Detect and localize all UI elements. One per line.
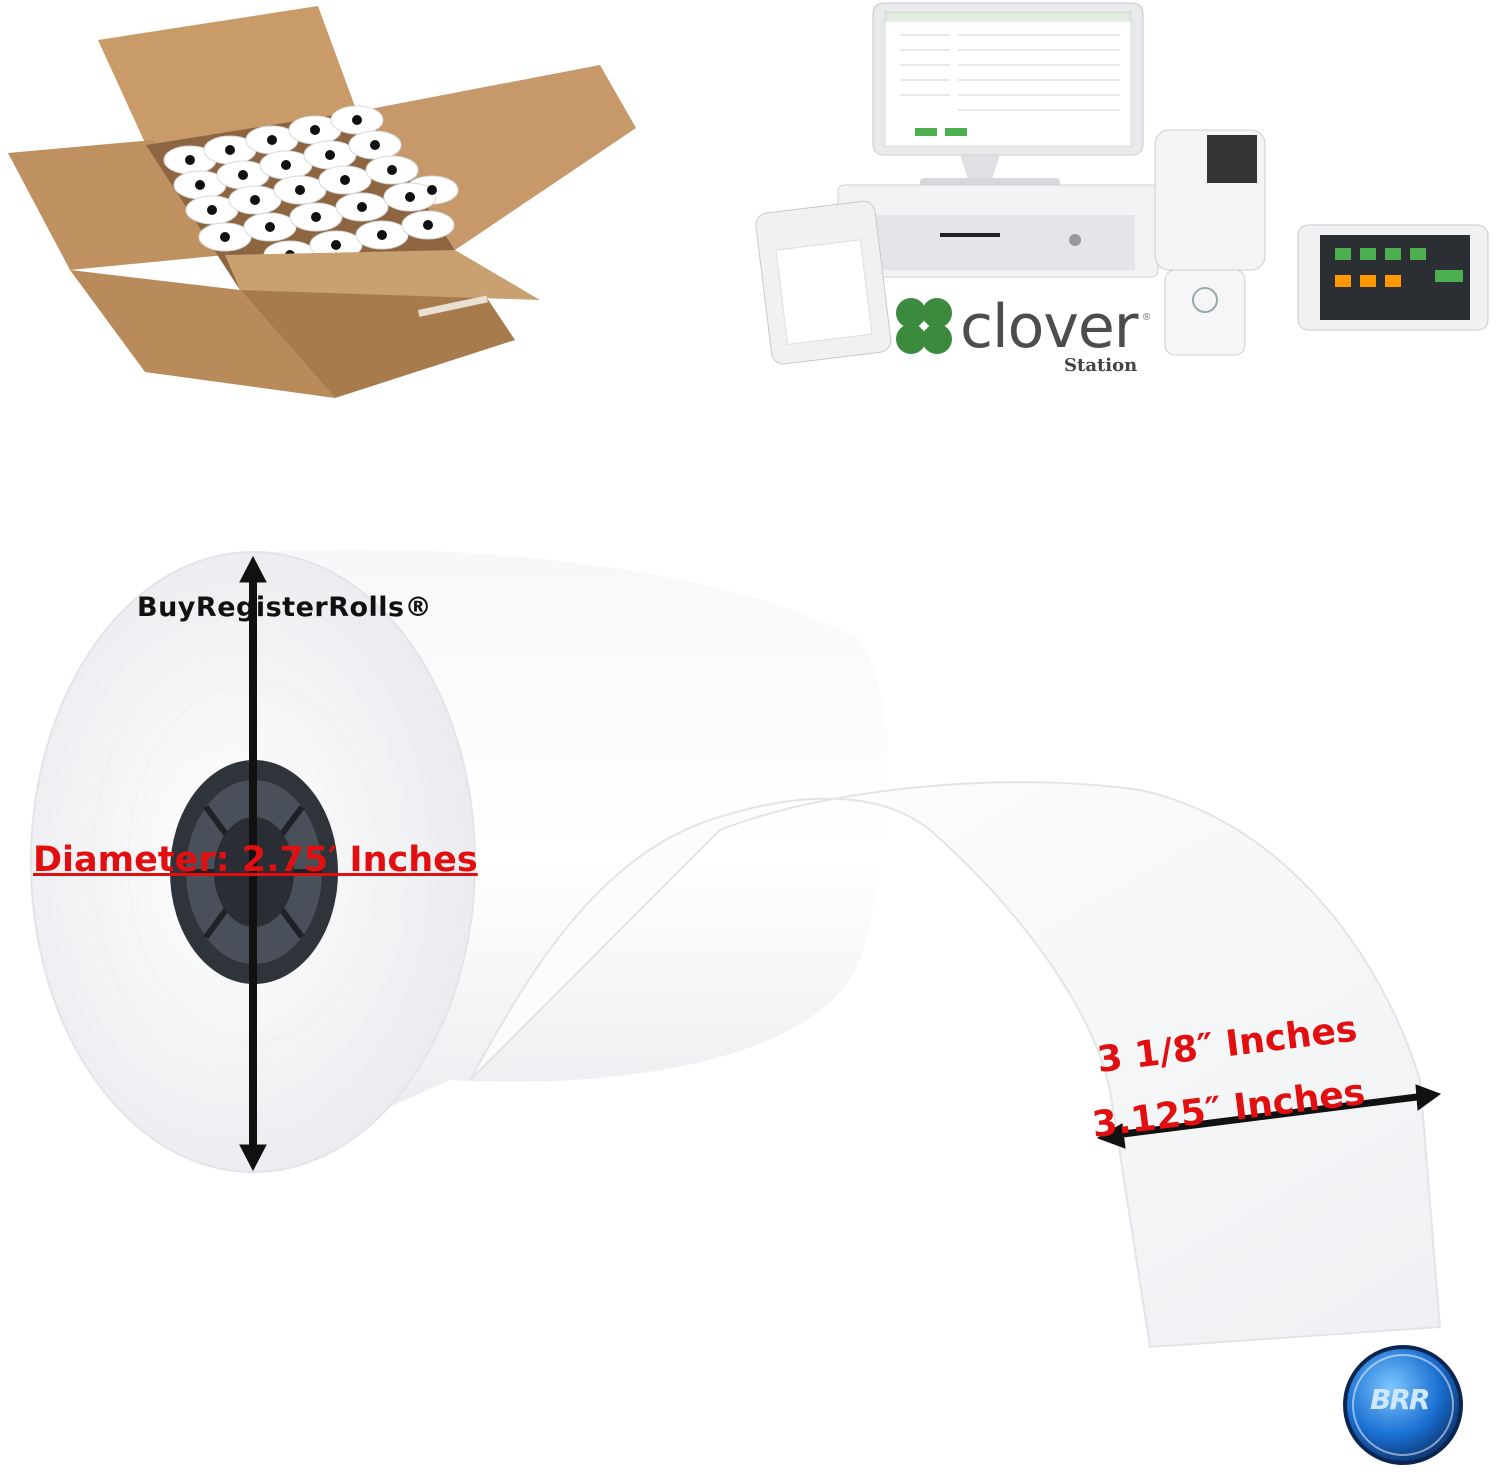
paper-roll [30,549,1442,1349]
pos-station [755,2,1489,365]
brand-label: BuyRegisterRolls® [137,592,433,623]
clover-logo-word: clover [960,292,1138,362]
width-arrow-icon [1096,1084,1442,1149]
paper-strip [469,781,1442,1349]
brr-logo-text: BRR [1370,1383,1430,1416]
diameter-arrow-icon [239,555,267,1172]
register-roll-box [8,6,636,398]
diameter-label: Diameter: 2.75′ Inches [33,840,478,880]
clover-station-label: Station [1064,355,1138,376]
registered-mark: ® [1143,312,1151,323]
brr-logo-icon [1343,1345,1463,1465]
clover-leaf-icon [896,298,952,354]
